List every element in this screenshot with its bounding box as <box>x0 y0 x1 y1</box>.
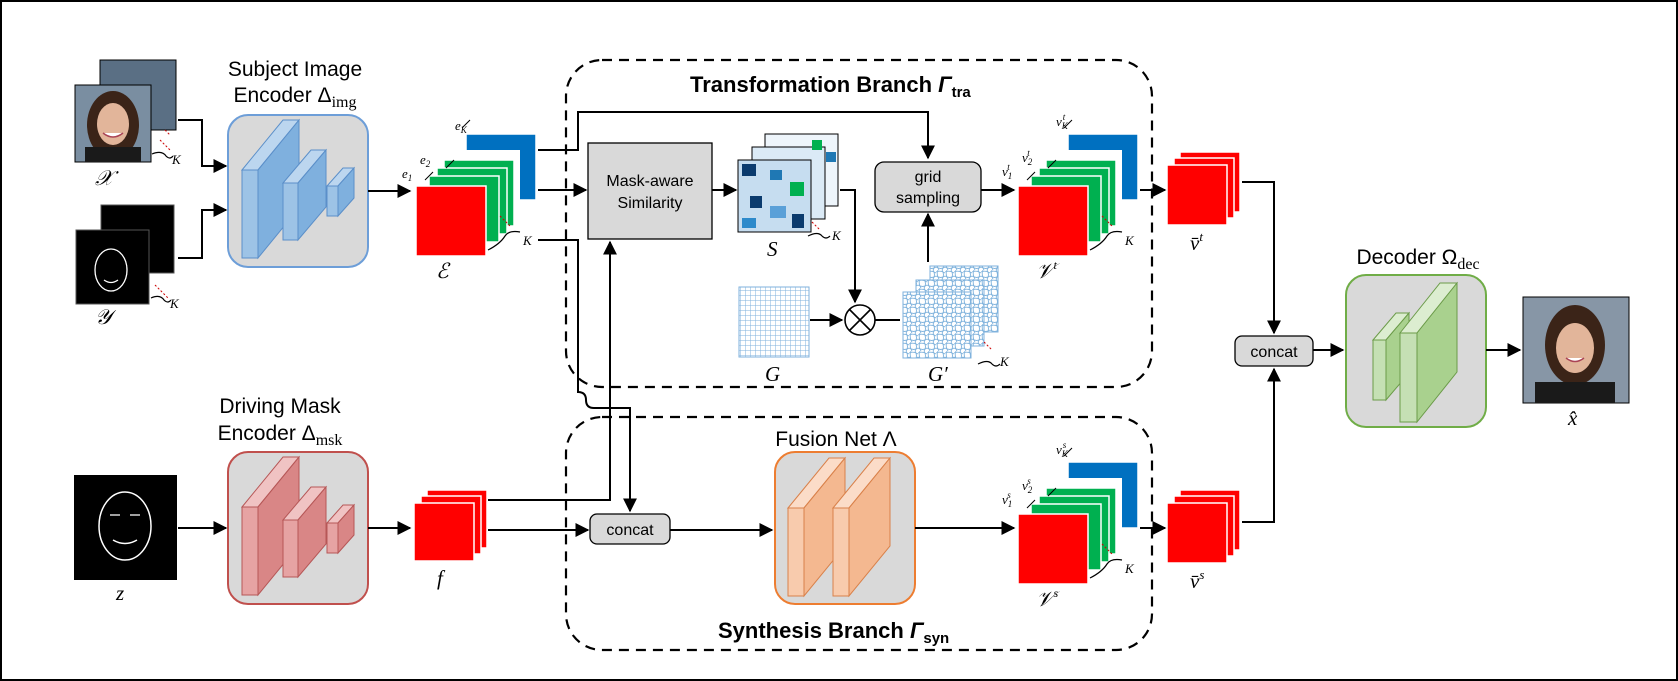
subject-encoder-title: Subject Image <box>228 58 362 81</box>
Y-label: 𝒴 <box>95 305 117 329</box>
grid-sampling-box: grid sampling <box>874 161 982 213</box>
K-label-Vs: K <box>1124 561 1135 576</box>
v2s-label: v2s <box>1022 476 1033 495</box>
X-label: 𝒳 <box>95 166 119 190</box>
warped-grid-G-prime: K G′ <box>902 265 1010 386</box>
e2-label: e2 <box>420 152 431 169</box>
synthesis-branch-frame <box>564 415 1154 652</box>
concat-fusion-box: concat <box>589 513 671 545</box>
connections <box>178 111 1522 537</box>
mask-aware-similarity-box: Mask-aware Similarity <box>587 142 713 240</box>
sampling-grid-G: G <box>738 286 810 386</box>
similarity-label-1: Mask-aware <box>606 173 693 190</box>
vbar-t-label: v̄t <box>1190 229 1203 255</box>
Vt-label: 𝒱t <box>1036 258 1060 283</box>
driving-mask-z: z <box>74 475 177 605</box>
driving-mask-encoder <box>227 451 369 605</box>
feature-stack-Vt: K vKt v2t v1t 𝒱t <box>1002 112 1139 283</box>
S-label: S <box>767 237 778 261</box>
Vs-label: 𝒱s <box>1036 586 1060 611</box>
fusion-net-title: Fusion Net Λ <box>775 428 896 451</box>
G-label: G <box>765 362 780 386</box>
z-label: z <box>115 581 124 605</box>
K-label-E: K <box>522 233 533 248</box>
K-label-X: K <box>171 152 182 167</box>
multiply-operator <box>844 304 876 336</box>
decoder-title: Decoder Ωdec <box>1356 246 1479 273</box>
subject-image-encoder <box>227 114 369 268</box>
eK-label: eK <box>455 118 468 135</box>
pooled-feature-vt: v̄t <box>1166 151 1241 255</box>
similarity-matrix-S: K S <box>737 133 842 261</box>
f-label: f <box>437 566 446 590</box>
transformation-branch-title: Transformation Branch Γtra <box>690 72 971 101</box>
driving-masks-Y: K 𝒴 <box>75 204 180 329</box>
v1s-label: v1s <box>1002 490 1012 509</box>
vKt-label: vKt <box>1056 112 1069 131</box>
E-label: ℰ <box>436 259 451 283</box>
decoder <box>1345 274 1487 428</box>
feature-f: f <box>413 489 488 590</box>
K-label-Vt: K <box>1124 233 1135 248</box>
driving-encoder-title-2: Encoder Δmsk <box>218 422 343 449</box>
pooled-feature-vs: v̄s <box>1166 489 1241 593</box>
transformation-branch-frame <box>564 58 1154 389</box>
K-label-Gprime: K <box>999 354 1010 369</box>
face-image <box>85 91 141 162</box>
grid-label-2: sampling <box>896 190 960 207</box>
v2t-label: v2t <box>1022 148 1033 167</box>
concat-fusion-label: concat <box>606 522 654 539</box>
grid-label-1: grid <box>915 169 942 186</box>
concat-decoder-label: concat <box>1250 344 1298 361</box>
vbar-s-label: v̄s <box>1190 567 1204 593</box>
subject-encoder-title-2: Encoder Δimg <box>234 84 357 111</box>
feature-stack-Vs: K vKs v2s v1s 𝒱s <box>1002 440 1139 611</box>
K-label-S: K <box>831 228 842 243</box>
concat-decoder-box: concat <box>1234 335 1314 367</box>
v1t-label: v1t <box>1002 162 1012 181</box>
similarity-label-2: Similarity <box>618 195 683 212</box>
synthesis-branch-title: Synthesis Branch Γsyn <box>718 618 949 647</box>
fusion-net <box>774 451 916 605</box>
driving-encoder-title: Driving Mask <box>219 395 341 418</box>
e1-label: e1 <box>402 166 412 183</box>
x-hat-label: x̂ <box>1567 406 1578 430</box>
G-prime-label: G′ <box>928 362 948 386</box>
vKs-label: vKs <box>1056 440 1069 459</box>
output-image-x-hat: x̂ <box>1522 296 1630 430</box>
K-label-Y: K <box>169 296 180 311</box>
subject-images-X: K 𝒳 <box>74 59 182 190</box>
feature-stack-E: K eK e2 e1 ℰ <box>402 118 537 283</box>
